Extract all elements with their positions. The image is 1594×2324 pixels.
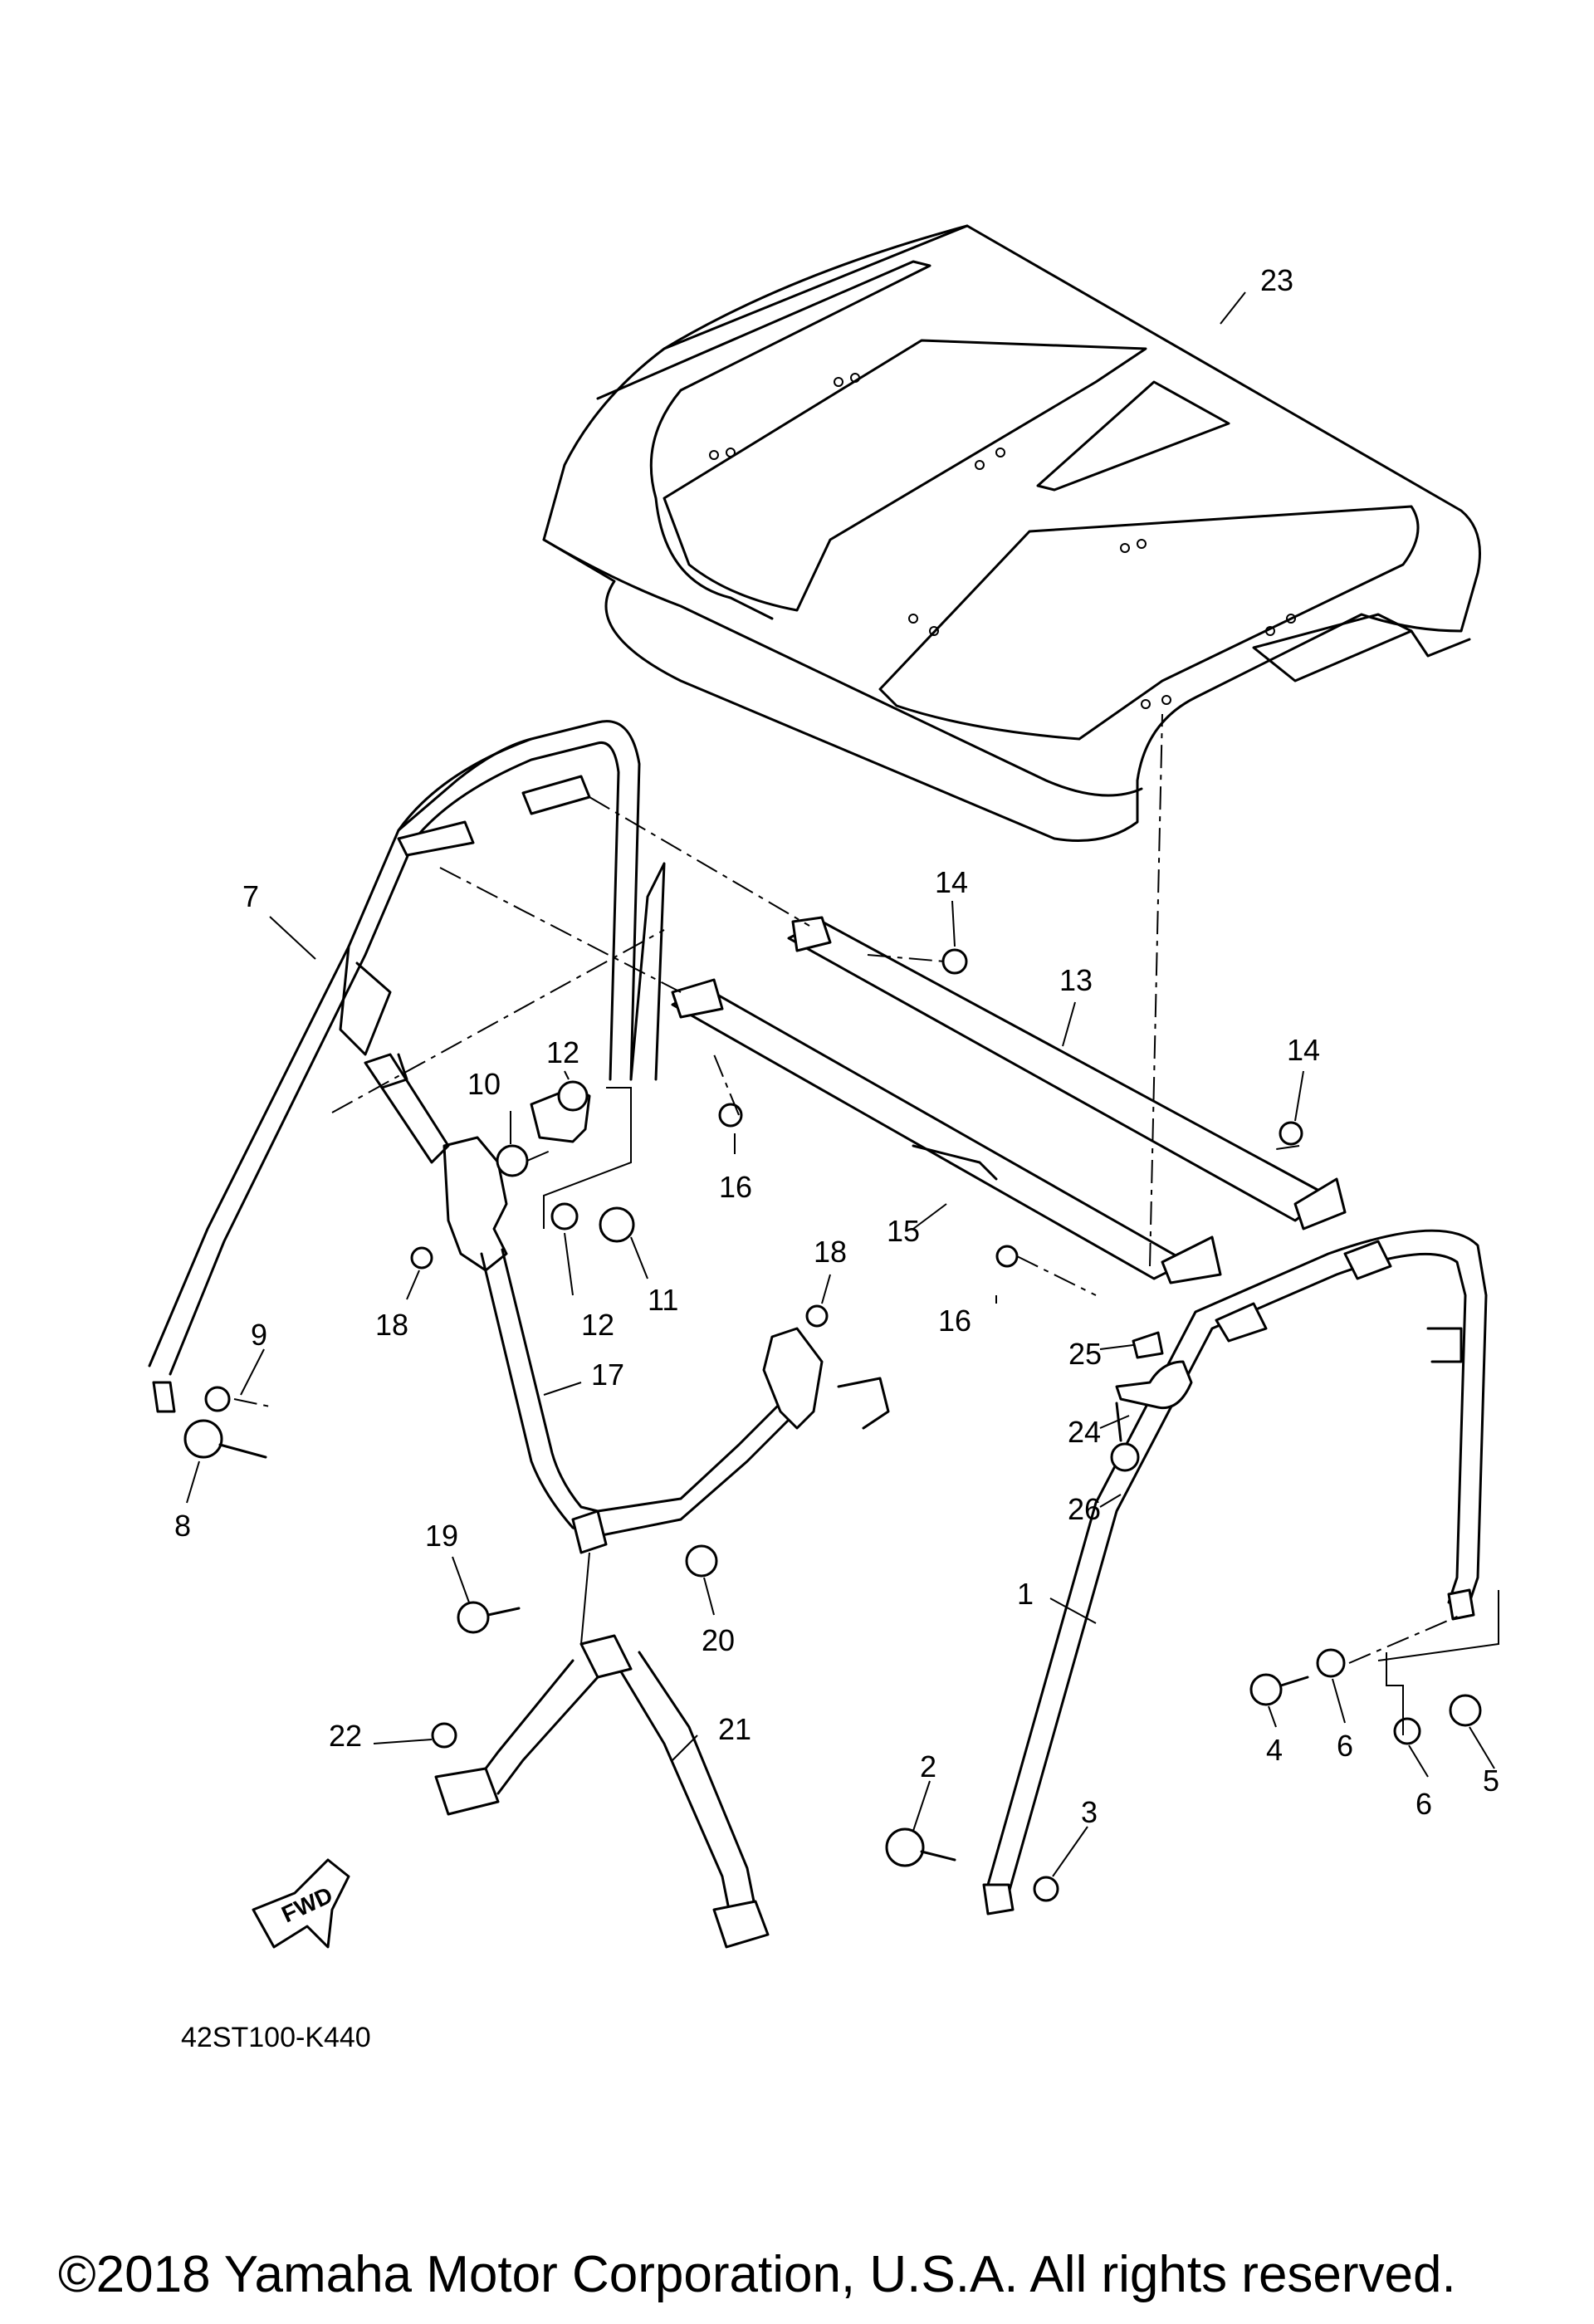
callout-14: 14: [1287, 1033, 1320, 1067]
callout-18: 18: [375, 1308, 408, 1342]
callout-23: 23: [1260, 263, 1293, 297]
assembly-lines: [233, 713, 1499, 1735]
callout-4: 4: [1266, 1733, 1283, 1767]
cross-member-15: [671, 978, 1222, 1284]
callout-12: 12: [581, 1308, 614, 1342]
callout-9: 9: [251, 1318, 267, 1352]
drawing-code: 42ST100-K440: [181, 2022, 371, 2053]
callout-13: 13: [1059, 963, 1093, 997]
fasteners: [183, 948, 1482, 1902]
rear-bar-17: [480, 1248, 890, 1554]
callout-25: 25: [1068, 1337, 1102, 1371]
callout-10: 10: [467, 1067, 501, 1101]
callout-18: 18: [814, 1235, 847, 1269]
copyright-notice: ©2018 Yamaha Motor Corporation, U.S.A. A…: [58, 2246, 1456, 2303]
callout-7: 7: [242, 879, 259, 913]
callout-24: 24: [1068, 1415, 1101, 1449]
callout-12: 12: [546, 1035, 579, 1069]
callout-22: 22: [329, 1719, 362, 1753]
callout-1: 1: [1017, 1577, 1034, 1611]
callout-14: 14: [935, 865, 968, 899]
callout-19: 19: [425, 1519, 458, 1553]
left-bracket-plate: [364, 1053, 508, 1272]
callout-20: 20: [702, 1623, 735, 1657]
callout-17: 17: [591, 1358, 624, 1392]
cross-member-13: [787, 916, 1347, 1230]
support-leg-21: [434, 1552, 770, 1949]
callout-15: 15: [887, 1214, 920, 1248]
callout-16: 16: [938, 1304, 971, 1338]
roof-panel: [542, 224, 1481, 842]
callout-11: 11: [648, 1283, 678, 1317]
rear-roll-bar-1: [982, 1229, 1488, 1915]
callout-21: 21: [718, 1712, 751, 1746]
callout-8: 8: [174, 1509, 191, 1543]
callout-6: 6: [1416, 1787, 1432, 1821]
callout-labels: 23 7 14 13 14 12 10 16 15 18 18 12 11 16…: [174, 263, 1499, 1829]
callout-16: 16: [719, 1170, 752, 1204]
callout-5: 5: [1483, 1764, 1499, 1798]
fwd-arrow-icon: FWD: [252, 1858, 350, 1949]
leader-lines: [186, 291, 1495, 1877]
callout-26: 26: [1068, 1492, 1101, 1526]
callout-6: 6: [1337, 1729, 1353, 1763]
callout-3: 3: [1081, 1795, 1098, 1829]
callout-2: 2: [920, 1749, 936, 1783]
